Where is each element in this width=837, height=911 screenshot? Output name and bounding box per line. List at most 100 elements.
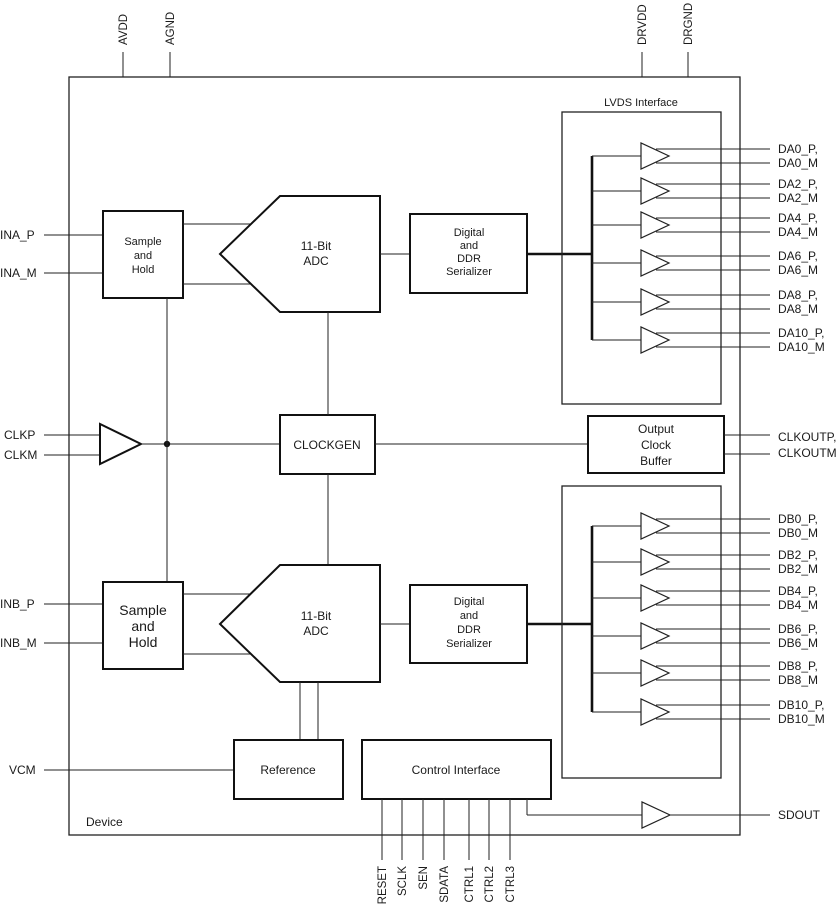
pin-inb-p: INB_P [0,597,35,611]
serializer-a-l3: DDR [457,253,481,265]
pin-da-m-0: DA0_M [778,156,818,170]
lvds-driver-db-5: DB10_P,DB10_M [592,698,825,726]
pin-ina-m: INA_M [0,266,37,280]
control-interface-label: Control Interface [412,763,501,777]
pin-da-p-2: DA4_P, [778,211,818,225]
pin-db-p-1: DB2_P, [778,548,818,562]
sample-hold-a-l2: and [134,250,152,262]
sample-hold-b-l1: Sample [119,602,167,618]
serializer-b [409,584,528,664]
device-outline [68,76,741,836]
driver-triangle [640,249,671,277]
bottom-pin-reset: RESET [377,799,389,904]
lvds-driver-db-3: DB6_P,DB6_M [592,622,818,650]
bottom-pin-label: RESET [377,866,389,904]
sample-hold-a-l1: Sample [124,236,161,248]
bottom-pin-label: CTRL3 [505,866,517,902]
pin-da-p-1: DA2_P, [778,177,818,191]
reference-block [233,739,344,800]
pin-da-p-0: DA0_P, [778,142,818,156]
pin-agnd: AGND [165,12,177,45]
pin-da-p-4: DA8_P, [778,288,818,302]
adc-b-l1: 11-Bit [301,609,332,623]
pin-inb-m: INB_M [0,636,37,650]
pin-drgnd: DRGND [683,3,695,45]
pin-da-p-3: DA6_P, [778,249,818,263]
driver-triangle [640,584,671,612]
pin-vcm: VCM [9,763,36,777]
pin-clkm: CLKM [4,448,37,462]
output-clock-buffer-l1: Output [638,422,675,436]
clockgen-block [279,414,376,475]
serializer-b-l2: and [460,610,478,622]
driver-triangle [640,698,671,726]
pin-clkp: CLKP [4,428,35,442]
lvds-driver-db-2: DB4_P,DB4_M [592,584,818,612]
driver-triangle [640,142,671,170]
lvds-interface-label: LVDS Interface [604,97,678,109]
pin-avdd: AVDD [118,14,130,45]
bottom-pin-sen: SEN [418,799,430,890]
sample-hold-b [102,581,184,670]
pin-db-p-2: DB4_P, [778,584,818,598]
pin-db-p-0: DB0_P, [778,512,818,526]
pin-db-p-4: DB8_P, [778,659,818,673]
pin-da-m-2: DA4_M [778,225,818,239]
bottom-pin-label: CTRL1 [464,866,476,902]
top-pins: AVDD AGND DRVDD DRGND [118,3,695,77]
clock-input-buffer [99,422,144,466]
sample-hold-a [102,210,184,299]
pin-clkoutp: CLKOUTP, [778,430,836,444]
serializer-b-l3: DDR [457,624,481,636]
pin-db-p-5: DB10_P, [778,698,824,712]
serializer-a-l2: and [460,240,478,252]
lvds-driver-da-1: DA2_P,DA2_M [592,177,818,205]
lvds-driver-da-4: DA8_P,DA8_M [592,288,818,316]
pin-da-m-1: DA2_M [778,191,818,205]
driver-triangle [640,177,671,205]
bottom-pin-label: SCLK [397,866,409,896]
bottom-pin-label: SDATA [439,866,451,903]
lvds-box-b [561,485,722,779]
serializer-b-l1: Digital [454,596,485,608]
output-clock-buffer-l3: Buffer [640,454,672,468]
bottom-pin-label: CTRL2 [484,866,496,902]
sample-hold-b-l2: and [131,618,154,634]
sample-hold-a-l3: Hold [132,264,155,276]
driver-triangle [640,548,671,576]
lvds-driver-da-5: DA10_P,DA10_M [592,326,825,354]
lvds-driver-db-0: DB0_P,DB0_M [592,512,818,540]
bottom-pin-label: SEN [418,866,430,890]
pin-db-m-1: DB2_M [778,562,818,576]
lvds-driver-da-0: DA0_P,DA0_M [592,142,818,170]
driver-triangle [640,288,671,316]
sdout-driver [641,801,672,829]
lvds-box-a [561,111,722,405]
pin-da-m-5: DA10_M [778,340,825,354]
pin-db-m-3: DB6_M [778,636,818,650]
bottom-pin-ctrl3: CTRL3 [505,799,517,902]
adc-b-l2: ADC [303,624,329,638]
pin-da-m-3: DA6_M [778,263,818,277]
pin-sdout: SDOUT [778,808,821,822]
adc-a-l2: ADC [303,254,329,268]
adc-a [218,195,381,313]
driver-triangle [640,211,671,239]
serializer-a-l1: Digital [454,227,485,239]
pin-ina-p: INA_P [0,228,35,242]
bottom-pins: RESET SCLK SEN SDATA CTRL1 CTRL2 CTRL3 [377,799,517,904]
clockgen-label: CLOCKGEN [293,438,360,452]
pin-db-p-3: DB6_P, [778,622,818,636]
bottom-pin-sclk: SCLK [397,799,409,896]
pin-da-p-5: DA10_P, [778,326,824,340]
driver-triangle [640,622,671,650]
serializer-b-l4: Serializer [446,638,492,650]
pin-db-m-0: DB0_M [778,526,818,540]
output-clock-buffer-l2: Clock [641,438,672,452]
serializer-a-l4: Serializer [446,266,492,278]
lvds-driver-da-3: DA6_P,DA6_M [592,249,818,277]
adc-b [218,564,381,683]
device-label: Device [86,815,123,829]
pin-clkoutm: CLKOUTM [778,446,837,460]
